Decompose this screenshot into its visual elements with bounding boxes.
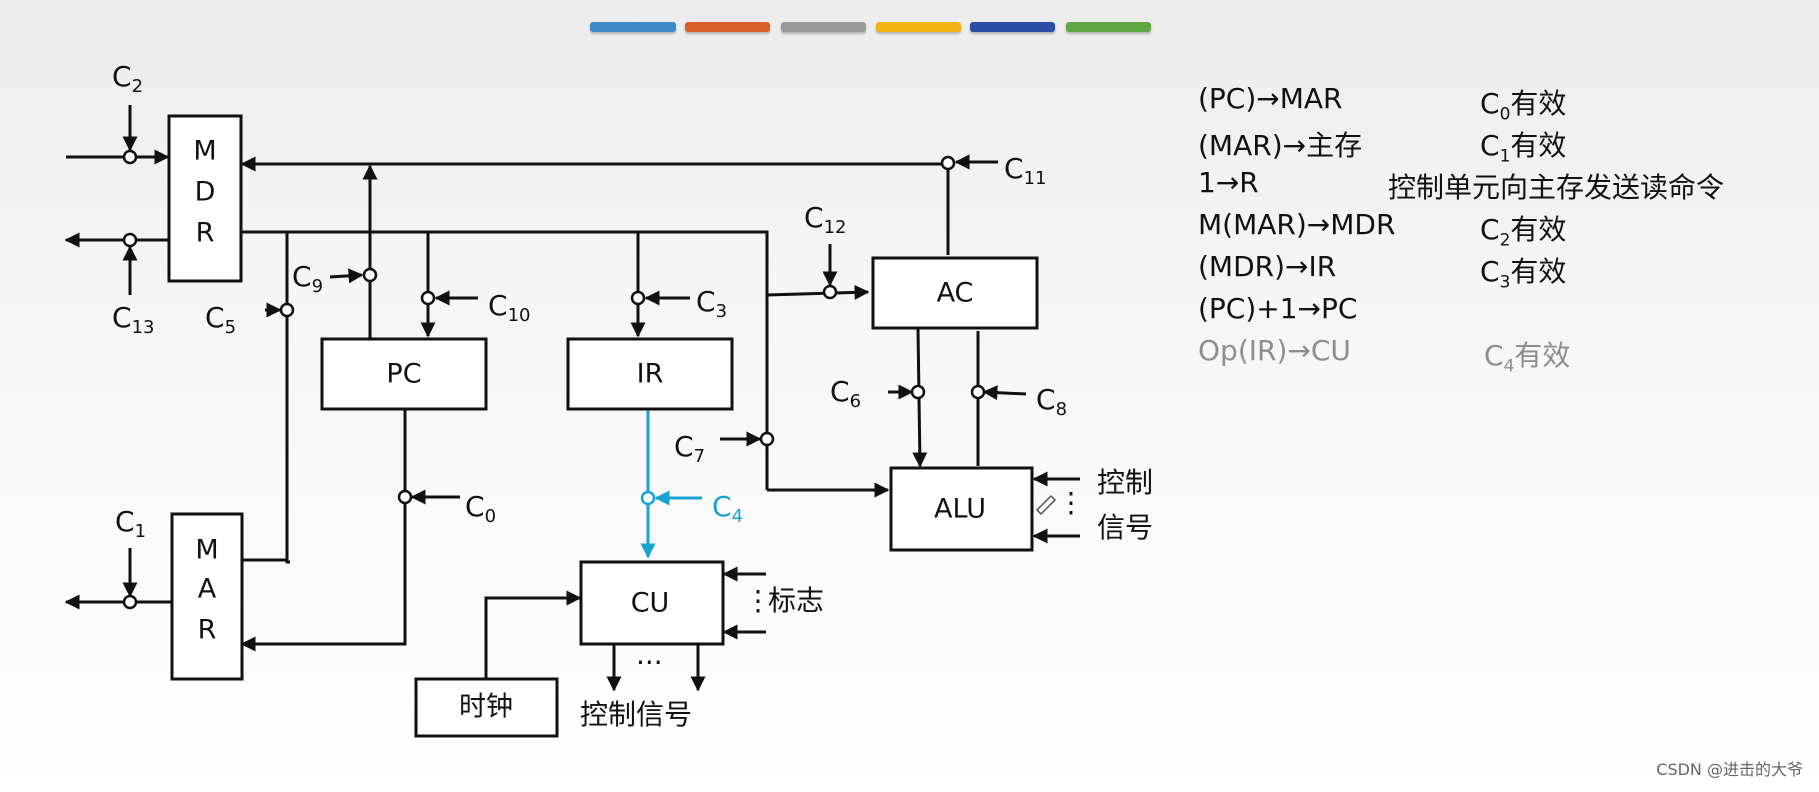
signal-name: C bbox=[1480, 255, 1500, 288]
micro-op-expression: (PC)+1→PC bbox=[1198, 292, 1358, 325]
signal-name: C bbox=[1480, 87, 1500, 120]
clock-label: 时钟 bbox=[459, 692, 513, 723]
micro-op-signal: C2有效 bbox=[1480, 208, 1566, 251]
signal-subscript: 2 bbox=[1499, 230, 1511, 251]
label-c3: C3 bbox=[696, 285, 727, 322]
signal-description: 有效 bbox=[1510, 87, 1567, 120]
cpu-datapath-diagram: M D R M A R PC IR AC ALU CU 时钟 C2 C13 C1… bbox=[64, 60, 1153, 738]
gate-c12 bbox=[822, 284, 838, 300]
label-c6: C6 bbox=[830, 375, 861, 412]
label-c5: C5 bbox=[205, 301, 236, 338]
accent-bar-5 bbox=[970, 22, 1055, 32]
mdr-letter-1: M bbox=[193, 136, 216, 167]
label-c7: C7 bbox=[674, 430, 705, 467]
block-cu: CU bbox=[579, 560, 725, 646]
signal-description: 有效 bbox=[1510, 255, 1567, 288]
cu-control-signal-label: 控制信号 bbox=[580, 698, 692, 731]
accent-bar-6 bbox=[1066, 22, 1151, 32]
pen-icon bbox=[1035, 494, 1057, 516]
signal-subscript: 0 bbox=[1499, 104, 1511, 125]
block-mar: M A R bbox=[170, 512, 244, 681]
signal-description: 有效 bbox=[1510, 213, 1567, 246]
signal-labels: C2 C13 C1 C11 C9 C5 C10 C3 C12 C6 C8 C7 … bbox=[112, 60, 1153, 731]
micro-op-expression: (MDR)→IR bbox=[1198, 250, 1337, 283]
cu-flags-label: 标志 bbox=[768, 584, 824, 617]
mdr-letter-3: R bbox=[196, 218, 215, 249]
label-c9: C9 bbox=[292, 260, 323, 297]
label-c1: C1 bbox=[115, 505, 146, 542]
accent-bar-4 bbox=[876, 22, 961, 32]
micro-op-expression: (PC)→MAR bbox=[1198, 82, 1343, 115]
mar-letter-2: A bbox=[198, 574, 217, 605]
block-ac: AC bbox=[871, 256, 1039, 330]
gate-c3 bbox=[630, 290, 646, 306]
label-c13: C13 bbox=[112, 301, 154, 338]
mar-letter-1: M bbox=[195, 535, 218, 566]
block-ir: IR bbox=[566, 337, 734, 411]
signal-description: 有效 bbox=[1510, 129, 1567, 162]
gate-c10 bbox=[420, 290, 436, 306]
micro-op-signal: C1有效 bbox=[1480, 124, 1566, 167]
signal-name: C bbox=[1480, 213, 1500, 246]
gate-c6 bbox=[910, 384, 926, 400]
label-c12: C12 bbox=[804, 201, 846, 238]
micro-op-expression: (MAR)→主存 bbox=[1198, 129, 1363, 162]
micro-op-expression: Op(IR)→CU bbox=[1198, 334, 1351, 367]
micro-op-signal: C3有效 bbox=[1480, 250, 1566, 293]
gate-c2 bbox=[122, 149, 138, 165]
accent-bar-2 bbox=[685, 22, 770, 32]
gate-c4 bbox=[640, 490, 656, 506]
ir-label: IR bbox=[637, 359, 664, 390]
alu-label: ALU bbox=[934, 494, 986, 525]
micro-op-expression: M(MAR)→MDR bbox=[1198, 208, 1396, 241]
cu-flags-dots: ⋮ bbox=[744, 584, 772, 617]
datapath-wires bbox=[64, 105, 1080, 692]
label-c8: C8 bbox=[1036, 383, 1067, 420]
cu-output-ellipsis: ··· bbox=[636, 646, 663, 679]
alu-control-label-line1: 控制 bbox=[1097, 466, 1153, 499]
block-alu: ALU bbox=[889, 466, 1034, 552]
label-c4: C4 bbox=[712, 490, 743, 527]
micro-op-signal: C0有效 bbox=[1480, 82, 1566, 125]
signal-subscript: 3 bbox=[1499, 272, 1511, 293]
label-c0: C0 bbox=[465, 490, 496, 527]
block-pc: PC bbox=[320, 337, 488, 411]
label-c2: C2 bbox=[112, 60, 143, 97]
label-c11: C11 bbox=[1004, 152, 1046, 189]
control-gate-nodes bbox=[122, 149, 986, 610]
micro-op-signal: 控制单元向主存发送读命令 bbox=[1388, 166, 1724, 206]
signal-subscript: 1 bbox=[1499, 146, 1511, 167]
micro-op-signal: C4有效 bbox=[1484, 334, 1570, 377]
gate-c9 bbox=[362, 267, 378, 283]
signal-name: C bbox=[1484, 339, 1504, 372]
signal-name: C bbox=[1480, 129, 1500, 162]
ac-label: AC bbox=[937, 278, 974, 309]
block-mdr: M D R bbox=[167, 114, 243, 283]
gate-c5 bbox=[279, 302, 295, 318]
gate-c11 bbox=[940, 155, 956, 171]
micro-op-expression: 1→R bbox=[1198, 166, 1259, 199]
alu-control-dots: ⋮ bbox=[1057, 486, 1085, 519]
label-c10: C10 bbox=[488, 289, 530, 326]
accent-bar-1 bbox=[590, 22, 676, 32]
gate-c8 bbox=[970, 384, 986, 400]
signal-description: 有效 bbox=[1514, 339, 1571, 372]
alu-control-label-line2: 信号 bbox=[1097, 511, 1153, 544]
pc-label: PC bbox=[386, 359, 421, 390]
block-clock: 时钟 bbox=[414, 677, 559, 738]
signal-subscript: 4 bbox=[1503, 356, 1515, 377]
cu-label: CU bbox=[631, 588, 670, 619]
signal-description: 控制单元向主存发送读命令 bbox=[1388, 171, 1725, 204]
accent-bar-3 bbox=[781, 22, 866, 32]
gate-c13 bbox=[122, 232, 138, 248]
mdr-letter-2: D bbox=[195, 177, 216, 208]
gate-c1 bbox=[122, 594, 138, 610]
gate-c0 bbox=[397, 489, 413, 505]
watermark: CSDN @进击的大爷 bbox=[1656, 760, 1803, 779]
mar-letter-3: R bbox=[198, 615, 217, 646]
gate-c7 bbox=[759, 431, 775, 447]
